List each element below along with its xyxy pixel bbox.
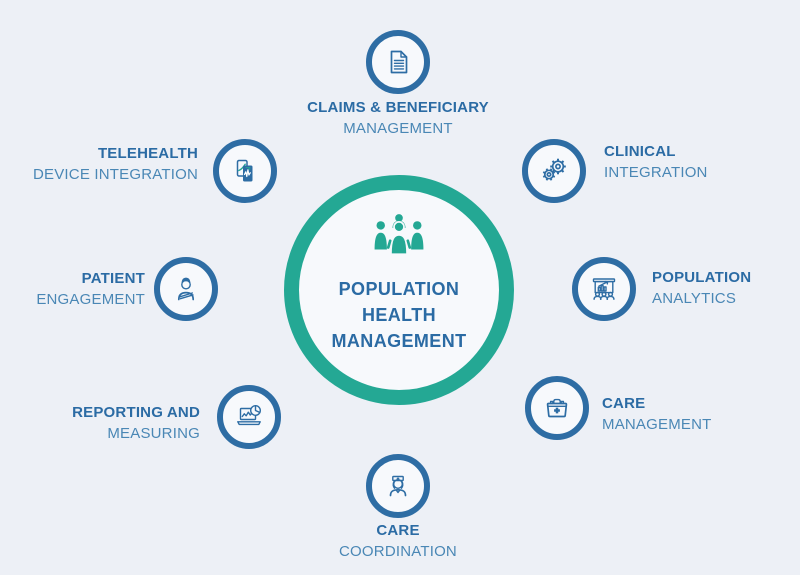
node-telehealth-label: TELEHEALTH DEVICE INTEGRATION xyxy=(33,143,198,185)
node-analytics-label-line2: ANALYTICS xyxy=(652,290,737,307)
center-hub: POPULATION HEALTH MANAGEMENT xyxy=(284,175,514,405)
node-analytics-label: POPULATION ANALYTICS xyxy=(652,267,751,309)
node-clinical-circle xyxy=(522,139,586,203)
node-care-coordination-circle xyxy=(366,454,430,518)
node-patient-label-line1: PATIENT xyxy=(81,270,145,287)
node-analytics-circle xyxy=(572,257,636,321)
hub-title: POPULATION HEALTH MANAGEMENT xyxy=(332,276,467,354)
people-group-icon xyxy=(374,214,424,256)
node-telehealth-circle xyxy=(213,139,277,203)
laptop-analytics-icon xyxy=(237,404,262,426)
node-telehealth-label-line1: TELEHEALTH xyxy=(97,145,198,162)
node-care-management-circle xyxy=(525,376,589,440)
node-care-management-label-line2: MANAGEMENT xyxy=(602,416,712,433)
hub-title-line3: MANAGEMENT xyxy=(331,331,467,351)
first-aid-kit-icon xyxy=(546,398,568,418)
node-claims-label-line2: MANAGEMENT xyxy=(343,120,453,137)
hub-title-line2: HEALTH xyxy=(361,305,437,325)
node-analytics-label-line1: POPULATION xyxy=(652,269,752,286)
node-claims-label: CLAIMS & BENEFICIARY MANAGEMENT xyxy=(307,97,489,139)
node-clinical-label: CLINICAL INTEGRATION xyxy=(604,141,708,183)
node-care-management-label-line1: CARE xyxy=(602,395,646,412)
mobile-devices-icon xyxy=(236,159,253,182)
node-clinical-label-line1: CLINICAL xyxy=(604,143,676,160)
node-telehealth-label-line2: DEVICE INTEGRATION xyxy=(32,166,198,183)
node-care-coordination-label: CARE COORDINATION xyxy=(339,520,457,562)
node-care-coordination-label-line2: COORDINATION xyxy=(339,543,457,560)
nurse-icon xyxy=(389,475,407,497)
page-bottom-edge xyxy=(0,575,800,578)
document-icon xyxy=(390,50,408,74)
hub-title-line1: POPULATION xyxy=(338,279,460,299)
node-care-management-label: CARE MANAGEMENT xyxy=(602,393,712,435)
node-reporting-label: REPORTING AND MEASURING xyxy=(72,402,200,444)
node-reporting-circle xyxy=(217,385,281,449)
node-patient-label: PATIENT ENGAGEMENT xyxy=(36,268,145,310)
patient-icon xyxy=(177,277,195,301)
node-claims-circle xyxy=(366,30,430,94)
node-claims-label-line1: CLAIMS & BENEFICIARY xyxy=(307,99,489,116)
node-patient-circle xyxy=(154,257,218,321)
node-reporting-label-line2: MEASURING xyxy=(107,425,200,442)
presentation-chart-icon xyxy=(592,278,616,300)
node-reporting-label-line1: REPORTING AND xyxy=(72,404,200,421)
node-clinical-label-line2: INTEGRATION xyxy=(604,164,708,181)
node-care-coordination-label-line1: CARE xyxy=(376,522,420,539)
node-patient-label-line2: ENGAGEMENT xyxy=(36,291,145,308)
gears-icon xyxy=(542,158,566,181)
